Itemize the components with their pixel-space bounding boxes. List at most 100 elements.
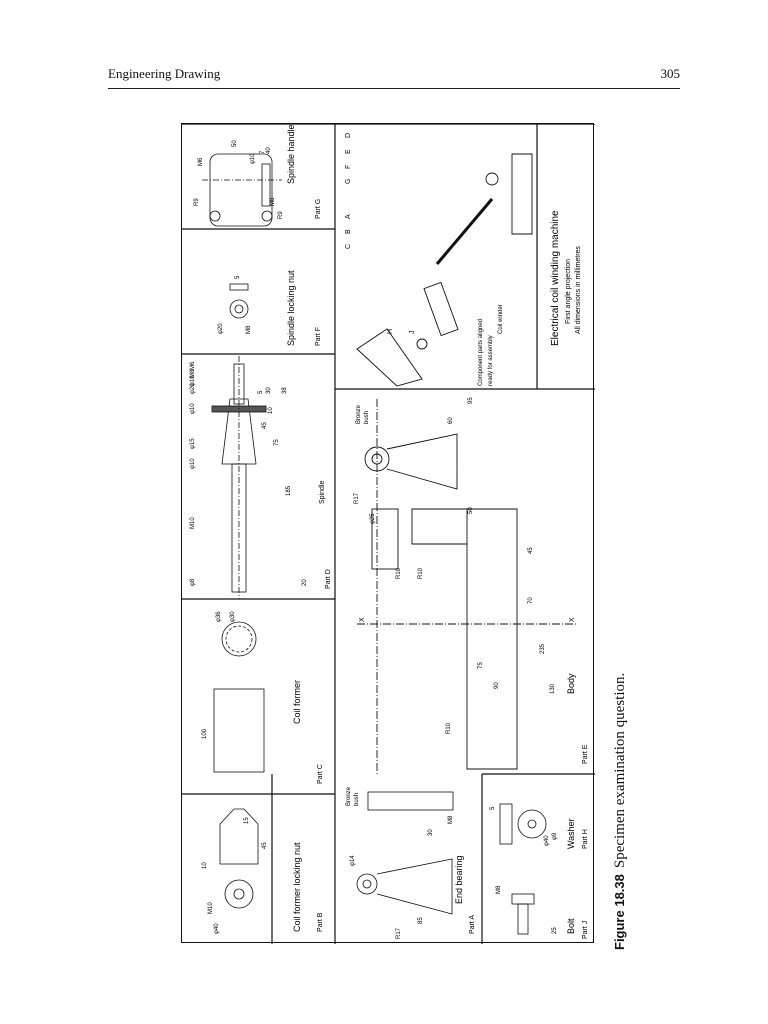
figure-caption: Figure 18.38 Specimen examination questio… — [612, 673, 629, 950]
part-a-dim-85: 85 — [418, 917, 424, 924]
part-g-dim-50: 50 — [232, 140, 238, 147]
part-b-dim-15: 15 — [244, 817, 250, 824]
part-d-dim-m6: M6 — [190, 361, 196, 370]
part-f-drawing — [229, 283, 249, 319]
part-g-dim-7: 7 — [260, 150, 266, 154]
assembly-letter-a: A — [345, 214, 352, 219]
part-d-name: Spindle — [319, 481, 326, 504]
part-g-dim-r9b: R9 — [278, 211, 284, 219]
part-e-bush: Bronze — [356, 404, 362, 424]
part-b-name: Coil former locking nut — [292, 842, 302, 932]
part-g-dim-m6: M6 — [198, 157, 204, 166]
drawing-sheet: Spindle handle Part G M6 φ10 50 R9 R9 M8… — [181, 123, 595, 944]
part-d-dim-phi20: φ20 — [190, 383, 196, 394]
part-j-tag: Part J — [582, 921, 589, 939]
part-d-dim-10: 10 — [268, 407, 274, 414]
part-a-bush: Bronze — [346, 786, 352, 806]
part-b-drawing — [219, 808, 259, 909]
part-e-dim-r10b: R10 — [418, 567, 424, 579]
part-e-dim-60: 60 — [448, 417, 454, 424]
part-f-dim-m8: M8 — [246, 325, 252, 334]
part-d-drawing — [211, 356, 267, 599]
part-g-dim-r9a: R9 — [194, 198, 200, 206]
part-e-dim-r17: R17 — [354, 492, 360, 504]
part-f-tag: Part F — [315, 327, 322, 346]
part-a-drawing — [356, 791, 454, 915]
part-d-dim-phi15: φ15 — [190, 438, 196, 449]
assembly-view — [356, 153, 533, 387]
part-h-dim-phi9: φ9 — [552, 832, 558, 840]
projection-note: First angle projection — [565, 259, 572, 324]
assembly-letter-e: E — [345, 149, 352, 154]
part-f-dim-phi20: φ20 — [218, 323, 224, 334]
part-b-dim-m10: M10 — [208, 902, 214, 914]
part-d-dim-20: 20 — [302, 579, 308, 586]
part-g-dim-phi10: φ10 — [250, 153, 256, 164]
part-d-dim-m10: M10 — [190, 517, 196, 529]
assembly-letter-c: C — [345, 244, 352, 249]
part-b-dim-phi40: φ40 — [214, 923, 220, 934]
part-h-dim-phi40: φ40 — [544, 835, 550, 846]
drawing-title: Electrical coil winding machine — [550, 210, 561, 346]
part-g-drawing — [202, 153, 282, 227]
part-g-tag: Part G — [315, 199, 322, 219]
part-d-dim-30: 30 — [266, 387, 272, 394]
part-d-dim-phi10c: φ10 — [190, 375, 196, 386]
assembly-letter-j: J — [409, 331, 416, 335]
part-e-dim-130: 130 — [550, 683, 556, 694]
part-d-tag: Part D — [325, 569, 332, 589]
part-f-name: Spindle locking nut — [286, 270, 296, 346]
part-g-dim-40: 40 — [266, 147, 272, 154]
part-e-dim-r10c: R10 — [446, 722, 452, 734]
part-h-dim-5: 5 — [490, 806, 496, 810]
part-c-dim-100: 100 — [202, 728, 208, 739]
part-e-dim-235: 235 — [540, 643, 546, 654]
part-e-dim-90: 90 — [494, 682, 500, 689]
part-e-dim-75: 75 — [478, 662, 484, 669]
assembly-note-1: Component parts aligned — [478, 319, 484, 386]
units-note: All dimensions in millimetres — [575, 246, 582, 334]
part-g-name: Spindle handle — [286, 124, 296, 184]
page-number: 305 — [660, 66, 681, 81]
part-a-dim-r17: R17 — [396, 927, 402, 939]
part-a-tag: Part A — [469, 915, 476, 934]
part-d-dim-phi10a: φ10 — [190, 458, 196, 469]
part-e-dim-50: 50 — [468, 507, 474, 514]
part-e-drawing — [357, 399, 577, 774]
part-b-dim-45: 45 — [262, 842, 268, 849]
part-h-name: Washer — [566, 818, 576, 849]
part-d-dim-45: 45 — [262, 422, 268, 429]
part-e-dim-phi25: φ25 — [370, 513, 376, 524]
assembly-letter-g: G — [345, 179, 352, 184]
part-e-tag: Part E — [582, 744, 589, 764]
assembly-letter-d: D — [345, 133, 352, 138]
part-h-drawing — [499, 803, 547, 845]
part-d-dim-75: 75 — [274, 439, 280, 446]
book-title: Engineering Drawing — [108, 66, 221, 81]
part-a-bush2: bush — [354, 793, 360, 806]
running-header: Engineering Drawing 305 — [108, 66, 680, 89]
part-e-dim-95: 95 — [468, 397, 474, 404]
figure-caption-text: Specimen examination question. — [612, 672, 628, 869]
part-j-name: Bolt — [566, 918, 576, 934]
part-b-tag: Part B — [317, 912, 324, 932]
part-d-dim-phi10b: φ10 — [190, 403, 196, 414]
part-a-dim-30: 30 — [428, 829, 434, 836]
figure-number: Figure 18.38 — [612, 874, 627, 950]
assembly-letter-h: H — [387, 329, 394, 334]
part-b-dim-10: 10 — [202, 862, 208, 869]
part-a-dim-phi14: φ14 — [350, 855, 356, 866]
part-c-dim-phi36: φ36 — [216, 611, 222, 622]
assembly-letter-f: F — [345, 165, 352, 169]
part-e-dim-70: 70 — [528, 597, 534, 604]
part-j-drawing — [511, 893, 535, 935]
part-d-dim-5: 5 — [258, 390, 264, 394]
part-f-dim-5: 5 — [235, 275, 241, 279]
part-d-dim-185: 185 — [286, 485, 292, 496]
part-h-tag: Part H — [582, 829, 589, 849]
part-d-dim-phi8: φ8 — [190, 578, 196, 586]
part-d-dim-m8: M8 — [190, 369, 196, 378]
part-e-axis-x1: X — [359, 617, 366, 622]
sheet-grid — [182, 123, 595, 944]
part-g-dim-m8: M8 — [270, 197, 276, 206]
